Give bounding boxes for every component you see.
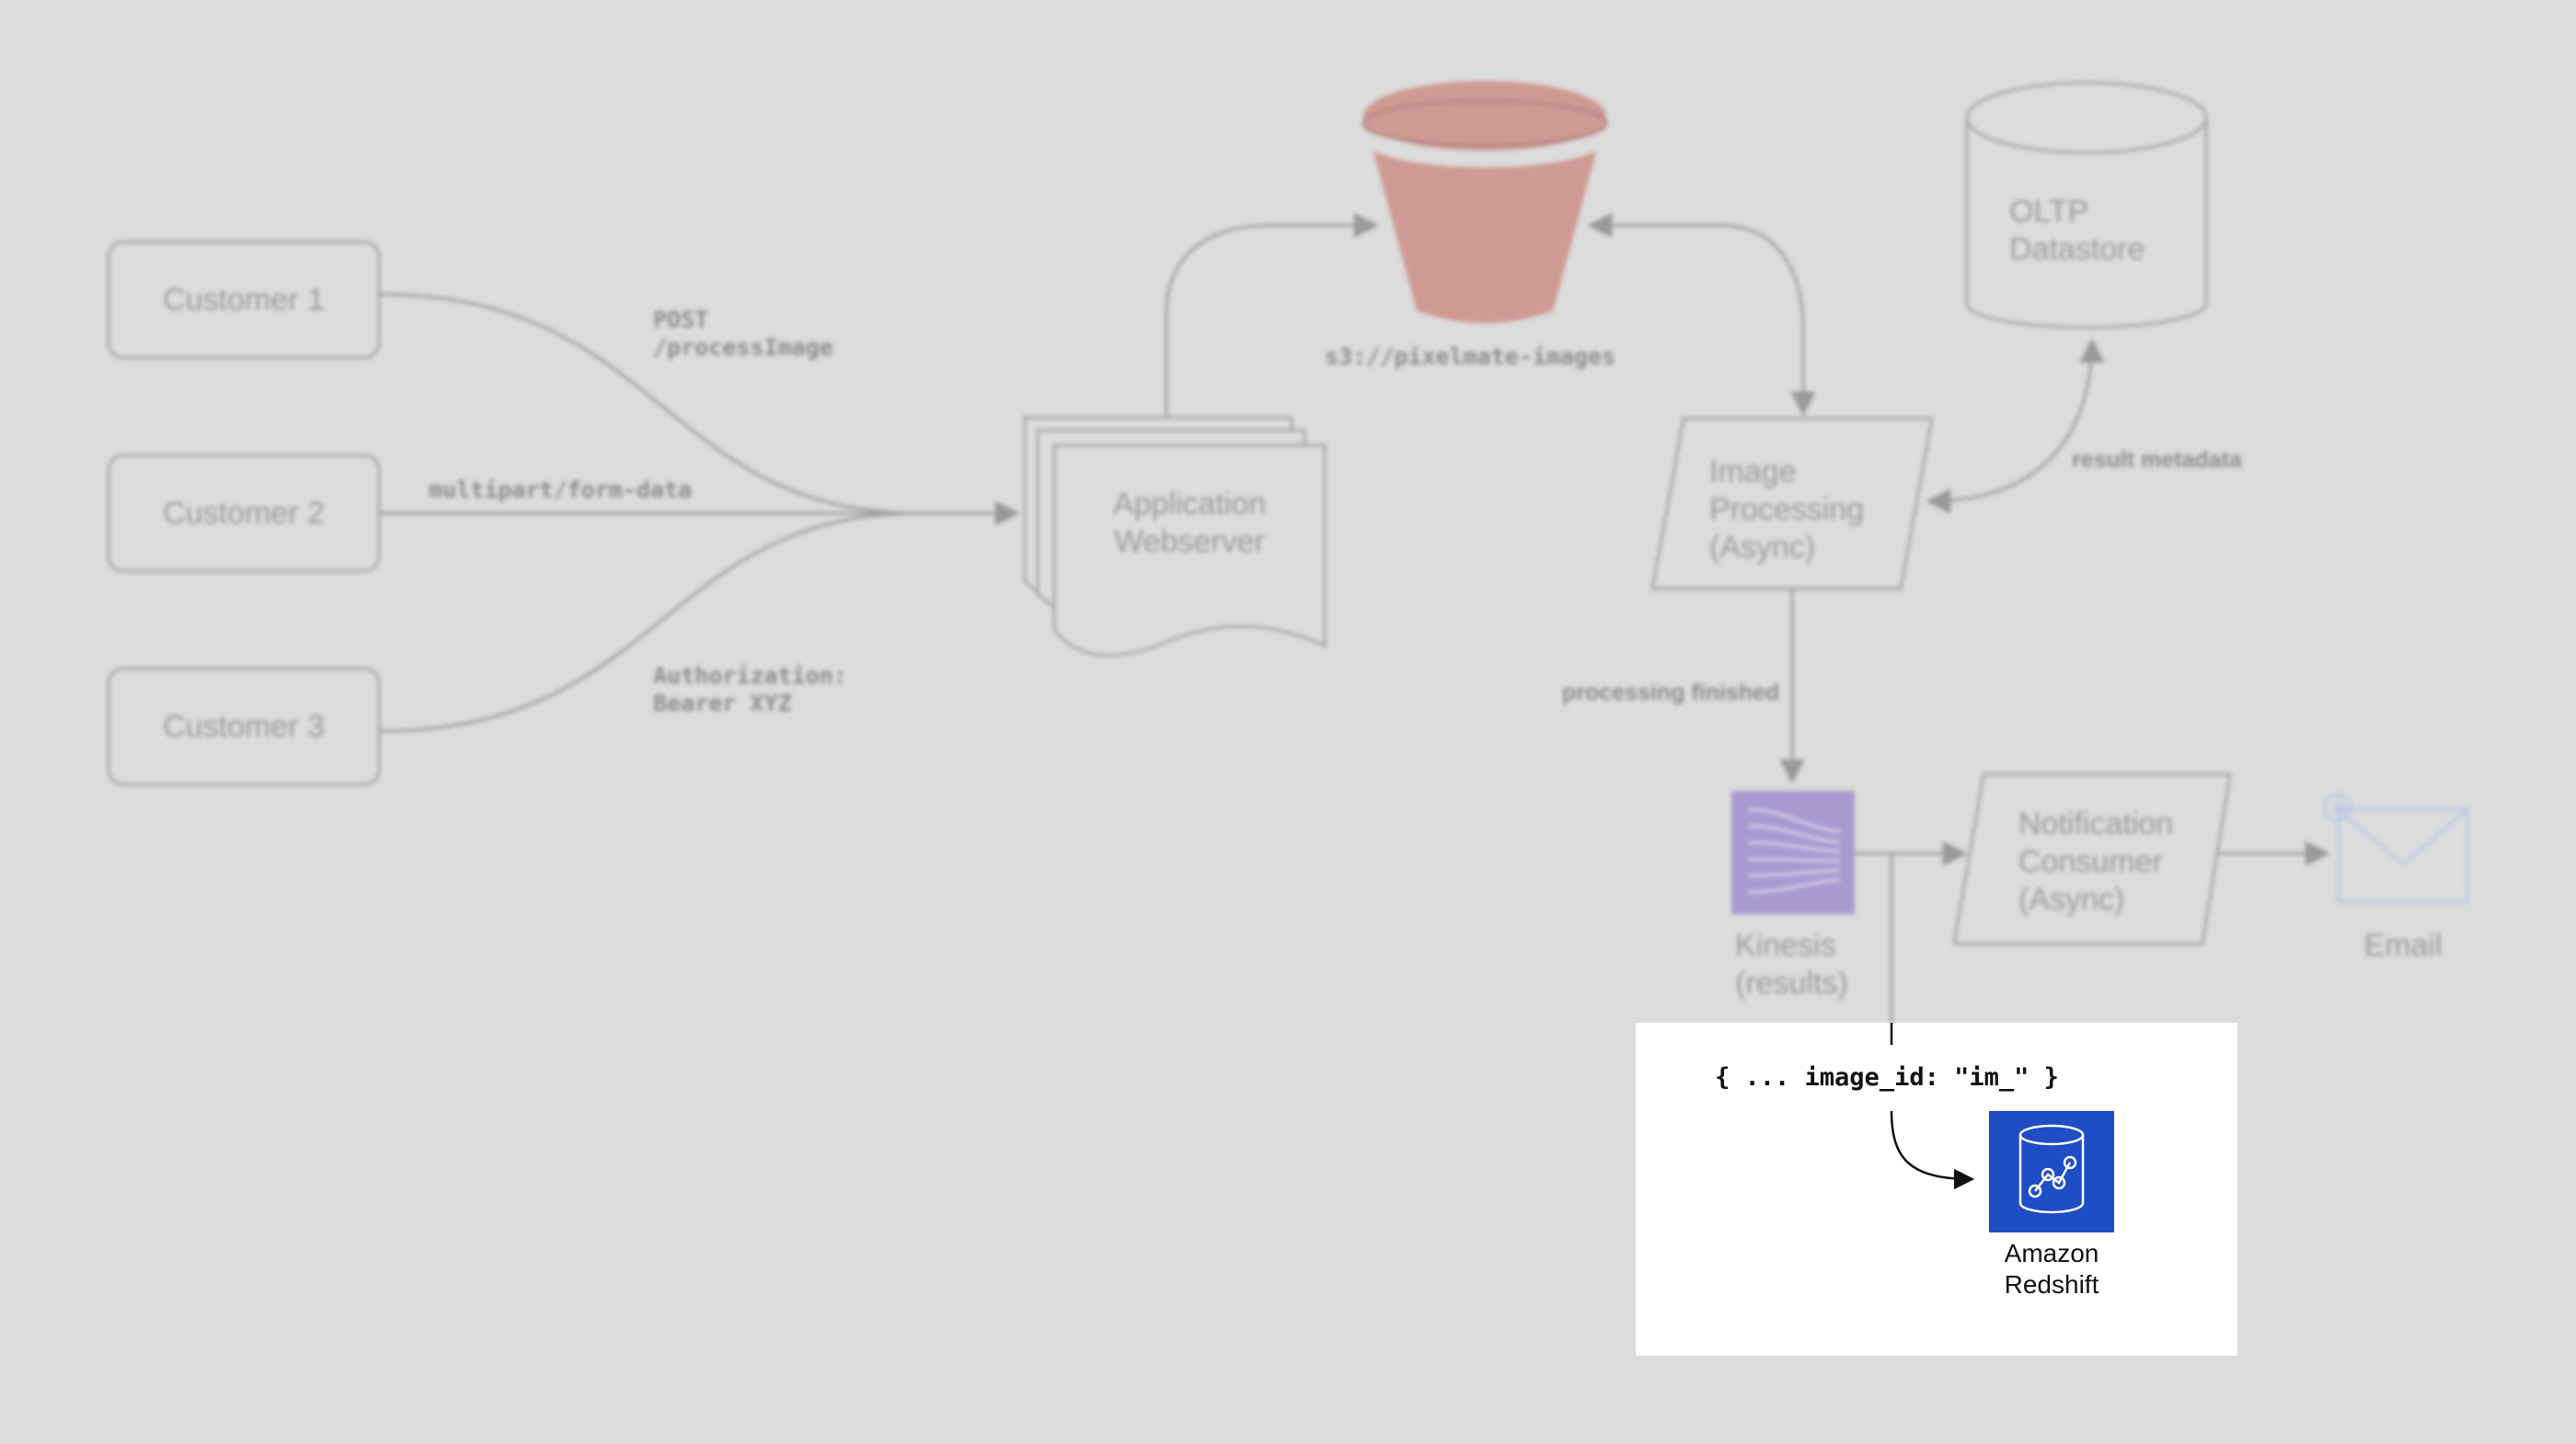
authorization-label: Authorization: Bearer XYZ bbox=[653, 662, 847, 716]
processing-finished-label: processing finished bbox=[1562, 680, 1780, 705]
image-processing-label: Image Processing (Async) bbox=[1709, 454, 1865, 565]
result-metadata-label: result metadata bbox=[2072, 447, 2242, 473]
customer-3-box bbox=[107, 667, 381, 786]
s3-bucket-label: s3://pixelmate-images bbox=[1325, 343, 1616, 370]
customer-1-label: Customer 1 bbox=[163, 282, 325, 317]
content-type-label: multipart/form-data bbox=[429, 476, 692, 503]
kinesis-icon bbox=[1731, 791, 1855, 914]
redshift-label: Amazon Redshift bbox=[2004, 1239, 2099, 1299]
customer-1-request-edge bbox=[378, 292, 921, 515]
customer-3-label: Customer 3 bbox=[163, 709, 325, 744]
redshift-focus-panel: { ... image_id: "im_" } Amazon Redshift bbox=[1636, 1023, 2237, 1356]
image-processing-oltp-edge bbox=[1926, 338, 2105, 514]
customer-1-box bbox=[107, 240, 381, 360]
email-icon bbox=[2323, 793, 2469, 903]
notification-consumer-shape bbox=[1952, 773, 2232, 945]
notification-label: Notification Consumer (Async) bbox=[2018, 807, 2174, 917]
payload-to-redshift-edge bbox=[1890, 1110, 1975, 1190]
post-endpoint-label: POST /processImage bbox=[653, 306, 834, 361]
kinesis-label: Kinesis (results) bbox=[1735, 928, 1848, 1001]
customer-2-label: Customer 2 bbox=[163, 496, 325, 531]
s3-image-processing-edge bbox=[1587, 212, 1816, 417]
oltp-label: OLTP Datastore bbox=[2009, 194, 2145, 267]
redshift-icon bbox=[1989, 1111, 2114, 1232]
s3-bucket-icon bbox=[1362, 81, 1608, 324]
payload-label: { ... image_id: "im_" } bbox=[1715, 1063, 2059, 1092]
webserver-to-s3-edge bbox=[1165, 212, 1379, 418]
webserver-stack bbox=[1023, 416, 1327, 657]
email-label: Email bbox=[2363, 928, 2443, 963]
customer-3-request-edge bbox=[378, 511, 921, 733]
oltp-datastore-icon bbox=[1965, 81, 2208, 329]
webserver-label: Application Webserver bbox=[1112, 487, 1267, 559]
image-processing-shape bbox=[1650, 417, 1934, 590]
